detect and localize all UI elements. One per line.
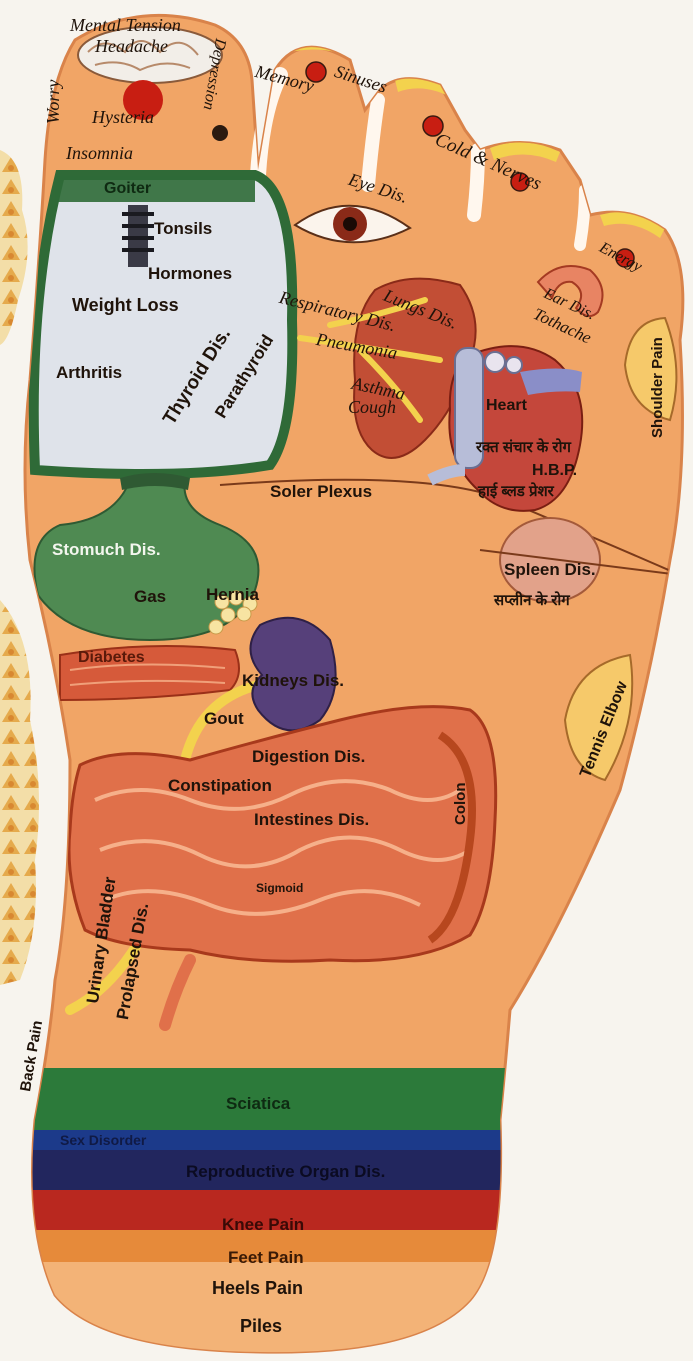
label-circulation-hindi: रक्त संचार के रोग <box>476 440 571 455</box>
label-worry: Worry <box>44 80 62 124</box>
label-sex-disorder: Sex Disorder <box>60 1133 146 1147</box>
label-solar-plexus: Soler Plexus <box>270 483 372 500</box>
label-hbp: H.B.P. <box>532 463 577 479</box>
label-heart: Heart <box>486 398 527 414</box>
label-hysteria: Hysteria <box>92 108 154 126</box>
label-feet-pain: Feet Pain <box>228 1249 304 1266</box>
label-tonsils: Tonsils <box>154 220 212 237</box>
label-intestines-dis: Intestines Dis. <box>254 811 369 828</box>
depression-point <box>212 125 228 141</box>
label-constipation: Constipation <box>168 777 272 794</box>
label-hbp-hindi: हाई ब्लड प्रेशर <box>478 484 554 499</box>
label-digestion-dis: Digestion Dis. <box>252 748 365 765</box>
label-spleen-dis: Spleen Dis. <box>504 561 596 578</box>
label-spleen-hindi: सप्लीन के रोग <box>494 593 570 608</box>
label-reproductive-organ-dis: Reproductive Organ Dis. <box>186 1163 385 1180</box>
label-gas: Gas <box>134 588 166 605</box>
label-shoulder-pain: Shoulder Pain <box>650 337 665 438</box>
label-gout: Gout <box>204 710 244 727</box>
label-colon: Colon <box>453 783 468 826</box>
label-cough: Cough <box>348 398 396 416</box>
label-piles: Piles <box>240 1317 282 1335</box>
label-heels-pain: Heels Pain <box>212 1279 303 1297</box>
label-sciatica: Sciatica <box>226 1095 290 1112</box>
label-knee-pain: Knee Pain <box>222 1216 304 1233</box>
label-stomach-dis: Stomuch Dis. <box>52 541 161 558</box>
label-diabetes: Diabetes <box>78 650 145 666</box>
label-insomnia: Insomnia <box>66 144 133 162</box>
label-headache: Headache <box>95 37 168 55</box>
label-goiter: Goiter <box>104 181 151 197</box>
label-sigmoid: Sigmoid <box>256 882 303 894</box>
label-hernia: Hernia <box>206 586 259 603</box>
label-mental-tension: Mental Tension <box>70 16 181 34</box>
label-weight-loss: Weight Loss <box>72 296 179 314</box>
label-arthritis: Arthritis <box>56 364 122 381</box>
label-kidneys-dis: Kidneys Dis. <box>242 672 344 689</box>
label-hormones: Hormones <box>148 265 232 282</box>
